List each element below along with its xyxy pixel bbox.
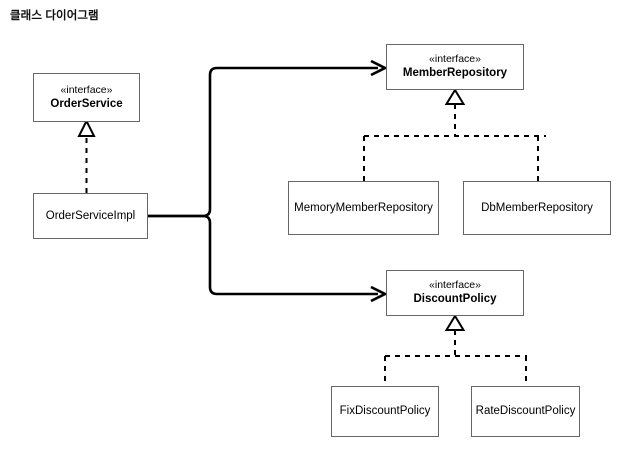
uml-node-memory-member-repository[interactable]: MemoryMemberRepository [288,181,439,235]
edge-memberrepository-realization-fork [363,88,546,181]
solid-line [148,214,378,296]
class-name-label: FixDiscountPolicy [339,405,431,418]
hollow-triangle-icon [444,88,466,105]
class-name-label: MemberRepository [402,67,508,80]
uml-node-order-service-impl[interactable]: OrderServiceImpl [33,193,148,239]
hollow-triangle-icon [444,314,466,331]
stereotype-label: «interface» [60,83,113,96]
edge-discountpolicy-realization-fork [384,314,527,386]
uml-node-order-service[interactable]: «interface» OrderService [33,73,140,122]
edge-impl-uses-discountpolicy [148,214,388,303]
uml-node-rate-discount-policy[interactable]: RateDiscountPolicy [471,386,580,437]
class-name-label: OrderServiceImpl [45,209,136,222]
hollow-triangle-icon [77,118,96,137]
page-title: 클래스 다이어그램 [10,10,99,22]
edge-impl-realizes-orderservice [77,118,96,193]
class-name-label: DbMemberRepository [481,201,593,214]
open-arrow-icon [370,59,388,77]
uml-node-discount-policy[interactable]: «interface» DiscountPolicy [386,270,524,316]
uml-node-db-member-repository[interactable]: DbMemberRepository [463,181,611,235]
stereotype-label: «interface» [429,53,481,66]
class-name-label: MemoryMemberRepository [294,201,433,214]
uml-node-member-repository[interactable]: «interface» MemberRepository [386,44,524,90]
class-name-label: DiscountPolicy [413,293,497,306]
open-arrow-icon [370,285,388,303]
uml-node-fix-discount-policy[interactable]: FixDiscountPolicy [331,386,439,437]
class-name-label: RateDiscountPolicy [475,405,576,418]
class-name-label: OrderService [50,97,123,110]
stereotype-label: «interface» [429,279,481,292]
